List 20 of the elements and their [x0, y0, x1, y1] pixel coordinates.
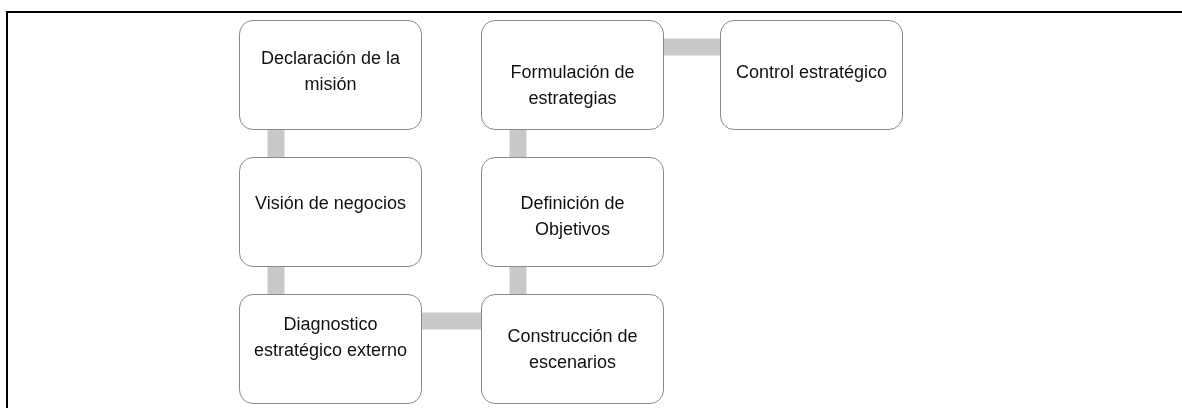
connector-bar [509, 267, 527, 294]
process-box [481, 20, 664, 130]
process-box [239, 157, 422, 267]
box-label: Formulación de estrategias [509, 61, 636, 110]
process-box [720, 20, 903, 130]
connector-bar [509, 130, 527, 157]
box-label: Control estratégico [735, 61, 888, 84]
process-box [481, 157, 664, 267]
box-label: Construcción de escenarios [506, 325, 639, 374]
process-box [239, 294, 422, 404]
connector-bar [267, 130, 285, 157]
process-box [481, 294, 664, 404]
connector-bar [422, 312, 481, 330]
box-label: Definición de Objetivos [519, 192, 626, 241]
box-label: Visión de negocios [255, 192, 406, 215]
connector-bar [664, 38, 720, 56]
box-label: Declaración de la misión [259, 47, 402, 96]
process-box [239, 20, 422, 130]
box-label: Diagnostico estratégico externo [252, 313, 409, 362]
connector-bar [267, 267, 285, 294]
